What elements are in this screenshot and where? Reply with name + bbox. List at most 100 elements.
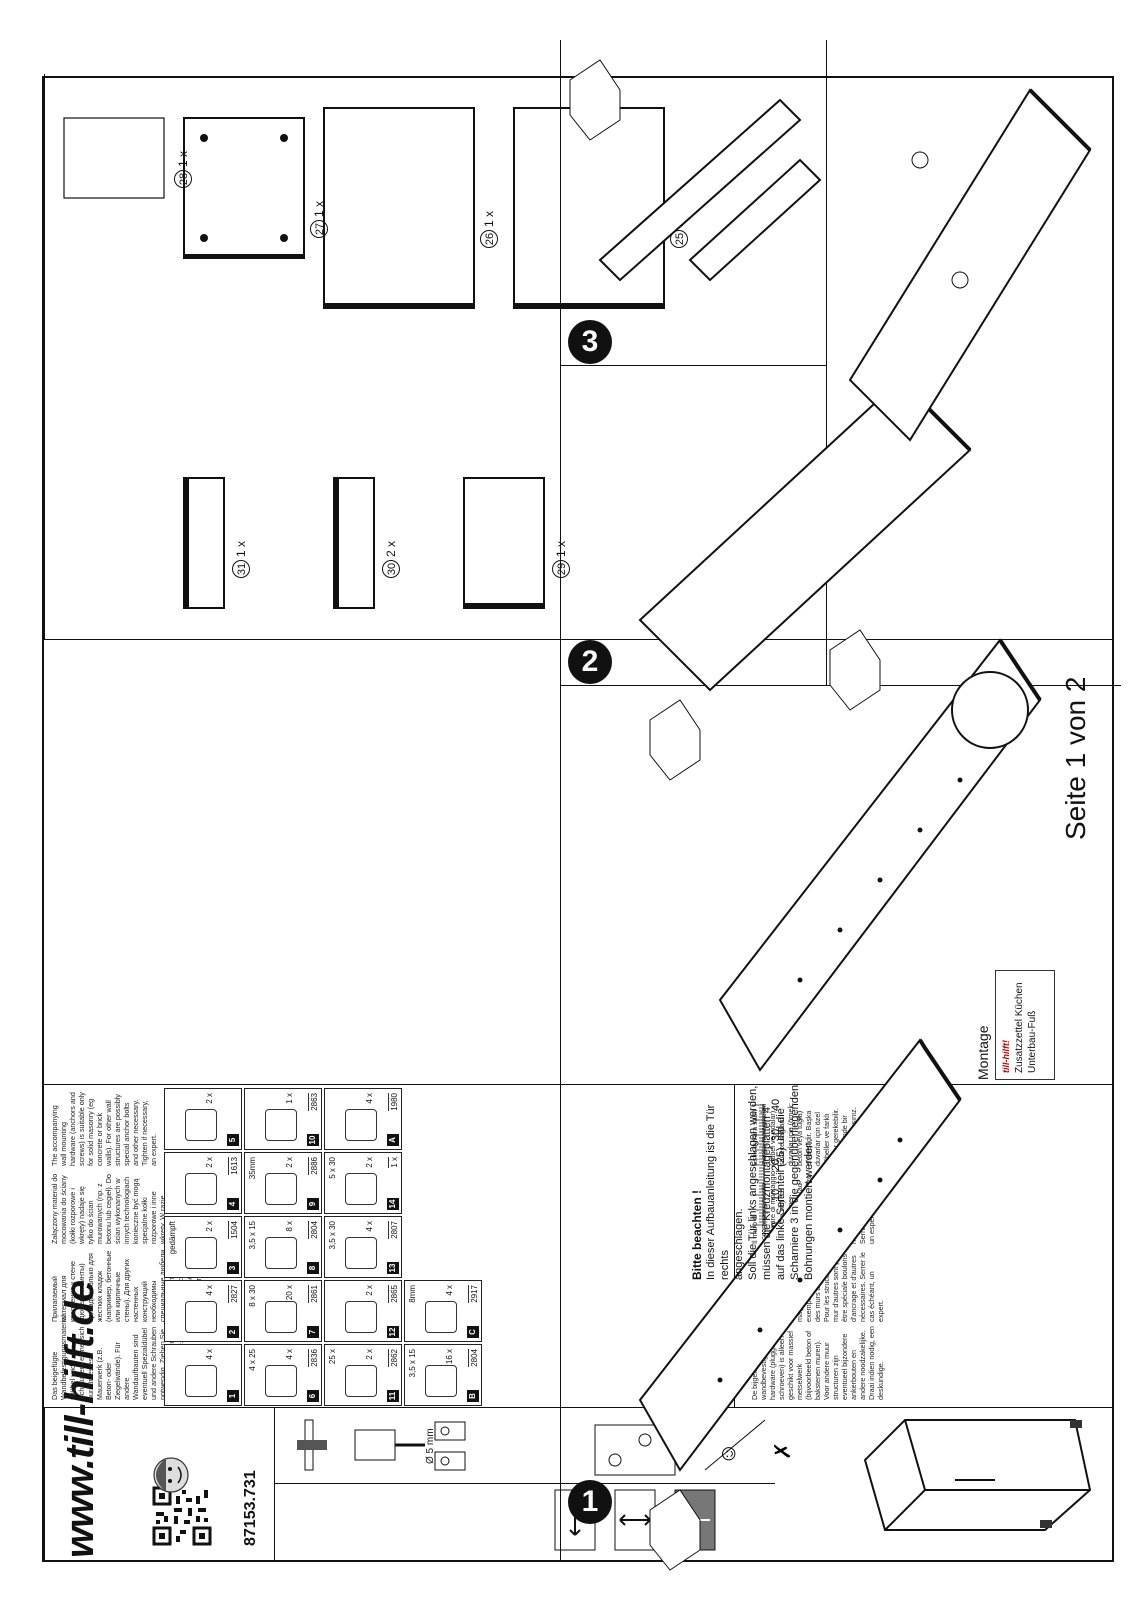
hardware-code: 6 xyxy=(307,1390,319,1402)
hardware-number: 2862 xyxy=(388,1349,399,1367)
hardware-number: 2807 xyxy=(388,1221,399,1239)
hardware-size: 3,5 x 15 xyxy=(248,1221,257,1250)
hardware-code: 1 xyxy=(227,1390,239,1402)
hardware-number: 2827 xyxy=(228,1285,239,1303)
wall-text-en: The accompanying wall mounting hardware … xyxy=(50,1092,158,1166)
hardware-qty: 4 x xyxy=(205,1285,214,1296)
screw-icon xyxy=(425,1365,457,1397)
cam-bolt-icon xyxy=(185,1301,217,1333)
hardware-qty: 20 x xyxy=(285,1285,294,1301)
hinge-icon xyxy=(185,1237,217,1269)
hardware-item: 5 2 x xyxy=(164,1088,242,1150)
hardware-size: 35mm xyxy=(248,1157,257,1180)
step-3-badge: 3 xyxy=(568,320,612,364)
hardware-code: 4 xyxy=(227,1198,239,1210)
hardware-qty: 2 x xyxy=(205,1157,214,1168)
hardware-code: C xyxy=(467,1326,479,1338)
hardware-qty: 4 x xyxy=(205,1349,214,1360)
hardware-code: 14 xyxy=(387,1198,399,1210)
hardware-qty: 4 x xyxy=(365,1093,374,1104)
hardware-qty: 8 x xyxy=(285,1221,294,1232)
cap-icon xyxy=(425,1301,457,1333)
hardware-qty: 4 x xyxy=(285,1349,294,1360)
notice-title: Bitte beachten ! xyxy=(690,1189,704,1280)
hardware-qty: 2 x xyxy=(365,1285,374,1296)
hardware-qty: 4 x xyxy=(445,1285,454,1296)
knob-icon xyxy=(265,1173,297,1205)
handle-icon xyxy=(185,1109,217,1141)
montage-label: Montage xyxy=(975,1025,991,1080)
hardware-size: 3,5 x 30 xyxy=(328,1221,337,1250)
hardware-qty: 2 x xyxy=(205,1221,214,1232)
step-4-badge: 4 xyxy=(830,640,874,684)
hardware-item: 11 25 x 2 x 2862 xyxy=(324,1344,402,1406)
mounting-note-box: till-hilft! Zusatzzettel Küchen Unterbau… xyxy=(995,970,1055,1080)
screw-icon xyxy=(265,1365,297,1397)
notice-line-5: auf das linke Seitenteil (25) und die xyxy=(775,1108,787,1280)
notice-line-3: Soll die Tür links angeschlagen werden, xyxy=(747,1085,759,1280)
notice-line-4: müssen die Kreuzmontageplatten 4 xyxy=(761,1106,773,1280)
mounting-note-line1: Zusatzzettel Küchen xyxy=(1014,982,1025,1073)
notice-line-7: Bohnungen montiert werden. xyxy=(803,1138,815,1280)
pin-icon xyxy=(345,1173,377,1205)
hardware-item: C 8mm 4 x 2917 xyxy=(404,1280,482,1342)
hardware-size: 25 x xyxy=(328,1349,337,1365)
hardware-item: 4 2 x 1613 xyxy=(164,1152,242,1214)
cam-lock-icon xyxy=(185,1365,217,1397)
hardware-code: 13 xyxy=(387,1262,399,1274)
nail-icon xyxy=(345,1365,377,1397)
mounting-note-line2: Unterbau-Fuß xyxy=(1027,1010,1038,1073)
glue-icon xyxy=(265,1109,297,1141)
hardware-number: 1 x xyxy=(388,1157,399,1168)
page-footer: Seite 1 von 2 xyxy=(1060,676,1091,840)
mounting-note: Montage till-hilft! Zusatzzettel Küchen … xyxy=(975,920,1065,1080)
hardware-number: 2861 xyxy=(308,1285,319,1303)
step-2-badge: 2 xyxy=(568,640,612,684)
hardware-size: 8 x 30 xyxy=(248,1285,257,1307)
hardware-code: 12 xyxy=(387,1326,399,1338)
step-divider-1 xyxy=(561,685,1121,686)
hardware-number: 2804 xyxy=(468,1349,479,1367)
hardware-item: 10 1 x 2863 xyxy=(244,1088,322,1150)
hardware-qty: 2 x xyxy=(365,1349,374,1360)
hardware-number: 2863 xyxy=(308,1093,319,1111)
hardware-number: 2804 xyxy=(308,1221,319,1239)
header-top xyxy=(44,1408,45,1560)
hardware-code: 7 xyxy=(307,1326,319,1338)
hardware-qty: 2 x xyxy=(205,1093,214,1104)
website-logo[interactable]: www.till-hilft.de xyxy=(58,1280,102,1558)
hardware-qty: 16 x xyxy=(445,1349,454,1365)
pad-icon xyxy=(345,1301,377,1333)
hardware-number: 2886 xyxy=(308,1157,319,1175)
hardware-code: 10 xyxy=(307,1134,319,1146)
steps-area xyxy=(560,40,1121,1560)
step-1-badge: 1 xyxy=(568,1480,612,1524)
hardware-size: 8mm xyxy=(408,1285,417,1303)
hardware-code: B xyxy=(467,1390,479,1402)
hardware-item: 7 8 x 30 20 x 2861 xyxy=(244,1280,322,1342)
notice-line-2: angeschlagen. xyxy=(733,1208,745,1280)
hardware-qty: 1 x xyxy=(285,1093,294,1104)
tools-icons xyxy=(297,1419,466,1471)
hardware-code: 5 xyxy=(227,1134,239,1146)
hardware-number: 2917 xyxy=(468,1285,479,1303)
dowel-icon xyxy=(265,1301,297,1333)
hardware-number: 1613 xyxy=(228,1157,239,1175)
hardware-number: 1504 xyxy=(228,1221,239,1239)
hardware-code: 11 xyxy=(387,1390,399,1402)
step-divider-3 xyxy=(561,365,826,366)
notice: Bitte beachten ! In dieser Aufbauanleitu… xyxy=(690,1080,816,1280)
hardware-qty: 2 x xyxy=(365,1157,374,1168)
